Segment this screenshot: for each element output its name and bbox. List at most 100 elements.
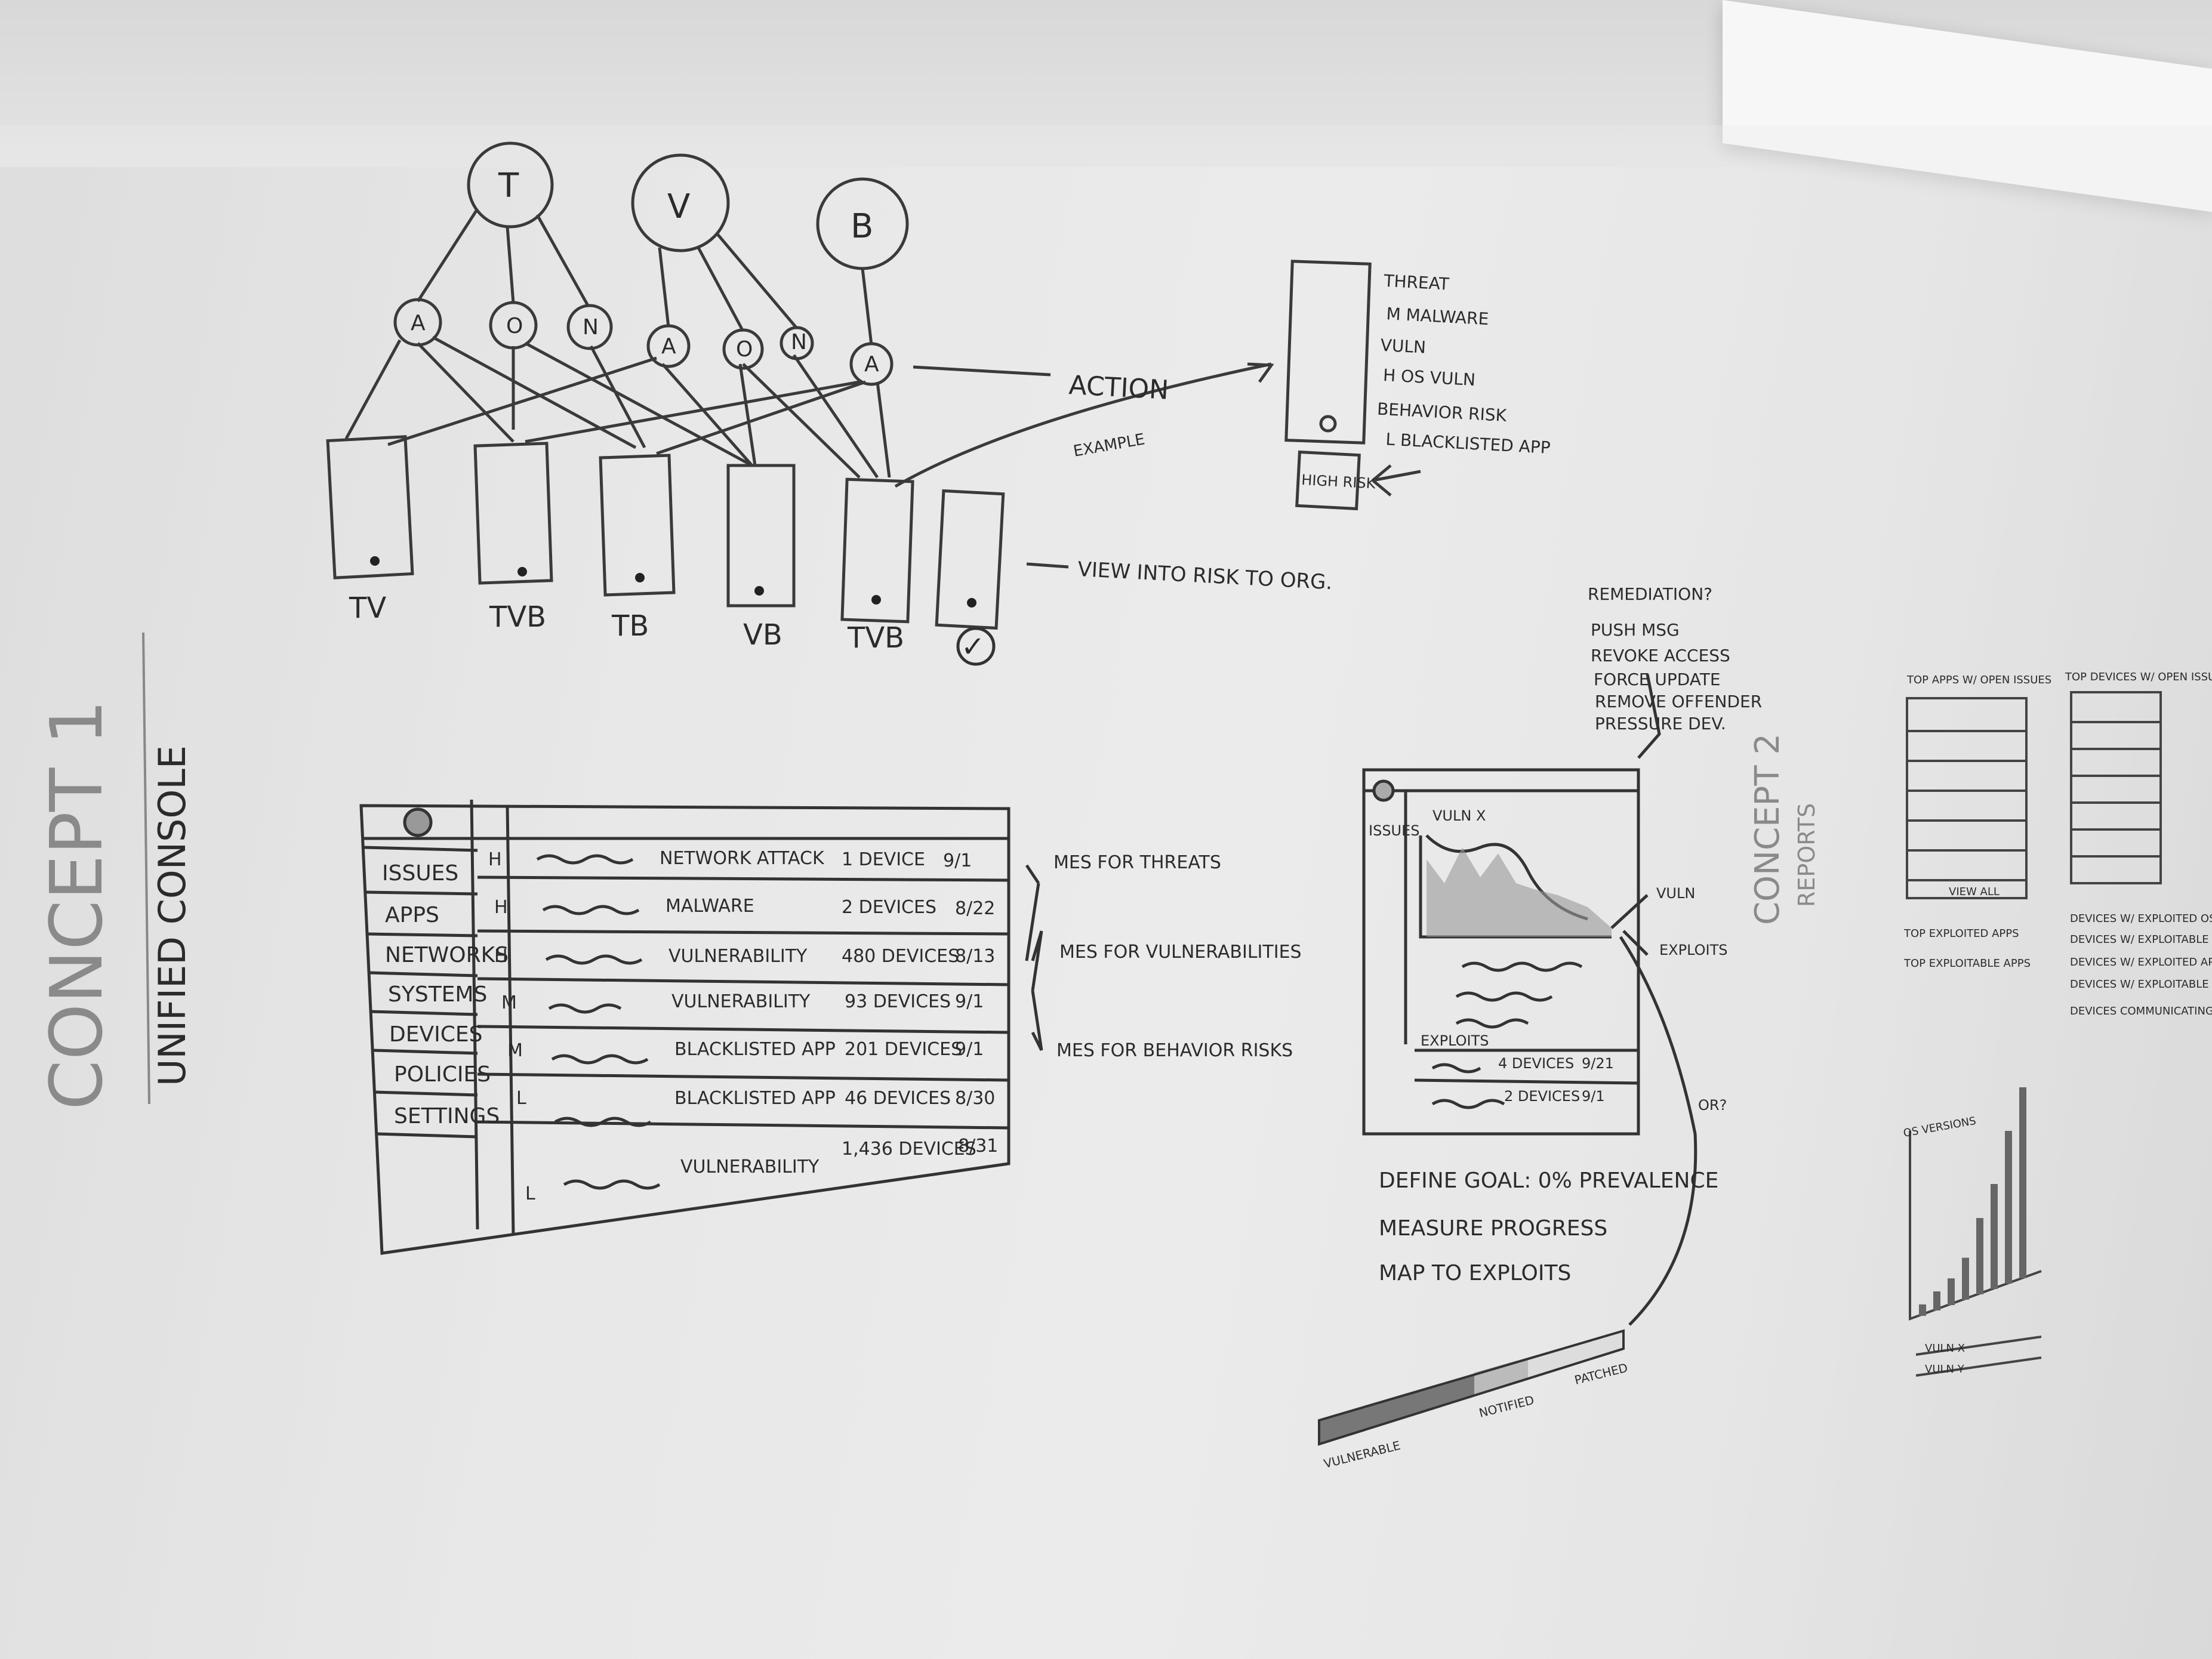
exploit-row-1-devices: 4 DEVICES <box>1498 1055 1574 1072</box>
table-row-1-name[interactable]: NETWORK ATTACK <box>660 848 825 869</box>
circle-label-t: T <box>498 166 519 205</box>
os-bar-2 <box>1933 1291 1940 1310</box>
node-circle-t <box>467 141 554 229</box>
list2-item-4: DEVICES W/ EXPLOITABLE APPS <box>2070 978 2212 991</box>
table-row-5-name[interactable]: BLACKLISTED APP <box>674 1039 836 1060</box>
risk-item-1: THREAT <box>1383 271 1450 294</box>
sub-node-1: A <box>411 311 426 335</box>
os-bar-8 <box>2019 1087 2026 1278</box>
remediation-item-4: REMOVE OFFENDER <box>1595 692 1762 711</box>
table-row-1-sev: H <box>488 849 502 870</box>
risk-item-3: VULN <box>1380 335 1427 357</box>
concept1-subtitle: UNIFIED CONSOLE <box>150 745 194 1086</box>
concept2-title: CONCEPT 2 <box>1748 733 1787 925</box>
concept2-subtitle: REPORTS <box>1794 803 1820 907</box>
list1-item-1: TOP EXPLOITED APPS <box>1903 927 2019 940</box>
vuln-title: VULN X <box>1432 807 1486 824</box>
exploit-row-2-devices: 2 DEVICES <box>1504 1088 1580 1105</box>
list2-item-5: DEVICES COMMUNICATING W/ MALICIOUS IPS <box>2070 1005 2212 1017</box>
table-row-2-name[interactable]: MALWARE <box>666 896 754 917</box>
goal-define: DEFINE GOAL: 0% PREVALENCE <box>1379 1168 1718 1193</box>
list1-item-2: TOP EXPLOITABLE APPS <box>1903 957 2031 970</box>
table-row-4-date: 9/1 <box>955 991 984 1012</box>
table-row-3-sev: H <box>494 946 508 967</box>
device-label-5: TVB <box>847 621 904 655</box>
list2-item-2: DEVICES W/ EXPLOITABLE OS <box>2070 933 2212 946</box>
device-label-3: TB <box>611 609 649 643</box>
sub-node-3: N <box>583 315 599 340</box>
circle-label-b: B <box>851 207 873 246</box>
high-risk-badge: HIGH RISK <box>1301 471 1377 492</box>
sub-node-7: A <box>864 352 879 377</box>
sidebar-systems[interactable]: SYSTEMS <box>388 982 487 1007</box>
table-row-7-devices: 1,436 DEVICES <box>842 1139 976 1160</box>
device-label-2: TVB <box>489 600 546 634</box>
table-row-5-devices: 201 DEVICES <box>845 1039 962 1060</box>
table-row-2-sev: H <box>494 897 508 918</box>
sidebar-policies[interactable]: POLICIES <box>394 1062 491 1087</box>
table-row-3-date: 8/13 <box>955 946 995 967</box>
panel1-title: TOP APPS W/ OPEN ISSUES <box>1906 674 2051 686</box>
action-label: ACTION <box>1068 370 1169 406</box>
risk-item-4: H OS VULN <box>1382 365 1475 390</box>
sidebar-networks[interactable]: NETWORKS <box>385 943 509 967</box>
remediation-item-3: FORCE UPDATE <box>1594 670 1721 689</box>
goal-map: MAP TO EXPLOITS <box>1379 1261 1571 1285</box>
table-row-5-date: 9/1 <box>955 1039 984 1060</box>
table-row-6-devices: 46 DEVICES <box>845 1088 951 1109</box>
sidebar-devices[interactable]: DEVICES <box>389 1022 482 1047</box>
exploit-row-2-date: 9/1 <box>1582 1088 1605 1105</box>
risk-tree-dots <box>370 556 976 608</box>
sub-node-2: O <box>506 314 523 338</box>
annotation-threats: MES FOR THREATS <box>1053 852 1221 873</box>
os-bar-6 <box>1991 1184 1998 1289</box>
list2-item-3: DEVICES W/ EXPLOITED APPS <box>2070 956 2212 969</box>
table-row-3-name[interactable]: VULNERABILITY <box>668 946 808 967</box>
os-bars <box>1919 1087 2026 1316</box>
table-row-1-devices: 1 DEVICE <box>842 849 925 870</box>
table-row-3-devices: 480 DEVICES <box>842 946 959 967</box>
os-bar-7 <box>2005 1131 2012 1284</box>
table-row-2-devices: 2 DEVICES <box>842 897 936 918</box>
concept1-title: CONCEPT 1 <box>36 699 119 1110</box>
view-all-link[interactable]: VIEW ALL <box>1949 886 2000 898</box>
sub-node-4: A <box>661 334 676 359</box>
sub-node-5: O <box>736 337 753 362</box>
panel2-title: TOP DEVICES W/ OPEN ISSUES <box>2065 671 2212 683</box>
goal-measure: MEASURE PROGRESS <box>1379 1216 1607 1241</box>
table-row-1-date: 9/1 <box>943 850 972 871</box>
table-row-4-name[interactable]: VULNERABILITY <box>671 991 811 1012</box>
vuln-detail-wireframe <box>1362 674 1697 1326</box>
table-row-5-sev: M <box>507 1040 523 1061</box>
annotation-behavior: MES FOR BEHAVIOR RISKS <box>1056 1040 1293 1061</box>
list2-item-1: DEVICES W/ EXPLOITED OS <box>2070 912 2212 925</box>
table-row-7-name[interactable]: VULNERABILITY <box>680 1157 820 1177</box>
check-circle-icon <box>956 627 996 666</box>
sidebar-issues-small[interactable]: ISSUES <box>1369 822 1420 839</box>
annotation-vulnerabilities: MES FOR VULNERABILITIES <box>1059 942 1302 963</box>
remediation-item-1: PUSH MSG <box>1591 620 1680 640</box>
or-label: OR? <box>1698 1097 1727 1114</box>
remediation-item-2: REVOKE ACCESS <box>1591 646 1730 665</box>
table-row-4-devices: 93 DEVICES <box>845 991 951 1012</box>
exploits-label: EXPLOITS <box>1421 1032 1489 1049</box>
squiggle-marks <box>536 854 661 1190</box>
table-row-4-sev: M <box>501 992 517 1013</box>
unified-console-wireframe <box>359 799 1043 1255</box>
chart-label-exploits: EXPLOITS <box>1659 942 1727 958</box>
risk-tree-sketch <box>326 141 1421 630</box>
progress-bar-sketch <box>1318 1329 1625 1446</box>
sidebar-apps[interactable]: APPS <box>385 903 439 927</box>
sidebar-settings[interactable]: SETTINGS <box>394 1104 500 1128</box>
sidebar-issues[interactable]: ISSUES <box>382 861 458 886</box>
table-row-7-date: 8/31 <box>958 1136 998 1157</box>
circle-label-v: V <box>667 187 690 226</box>
chart-label-vuln: VULN <box>1656 885 1695 902</box>
device-label-4: VB <box>743 618 782 652</box>
sub-node-6: N <box>791 330 807 354</box>
os-bar-4 <box>1962 1257 1969 1300</box>
vuln-area-chart <box>1427 847 1612 937</box>
table-row-6-name[interactable]: BLACKLISTED APP <box>674 1088 836 1109</box>
table-row-2-date: 8/22 <box>955 898 995 919</box>
table-row-6-date: 8/30 <box>955 1088 995 1109</box>
